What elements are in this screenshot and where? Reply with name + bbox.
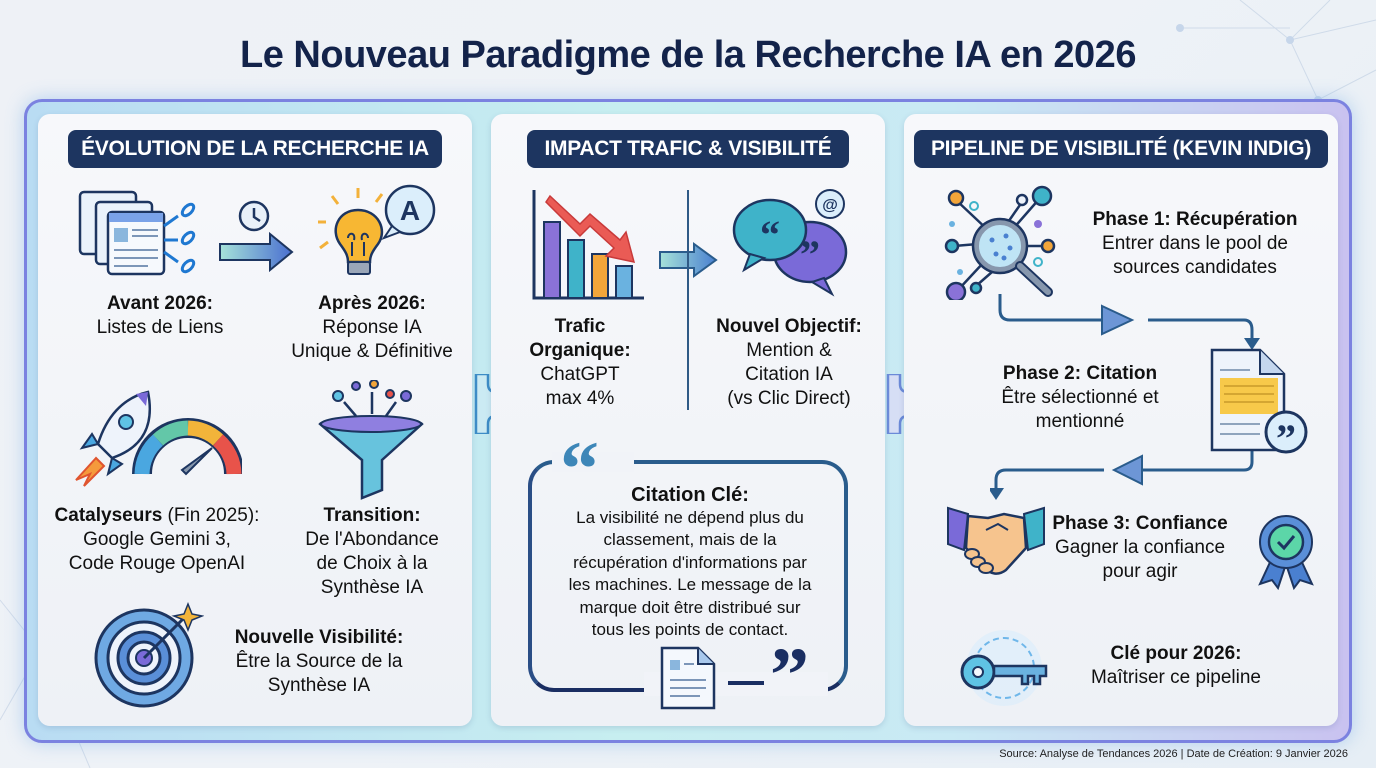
key-quote-text: Citation Clé: La visibilité ne dépend pl… xyxy=(568,484,812,639)
target-icon xyxy=(94,601,204,708)
source-footer: Source: Analyse de Tendances 2026 | Date… xyxy=(999,748,1348,760)
panel-divider xyxy=(687,190,689,410)
document-quote-icon: ” xyxy=(1210,348,1308,458)
transition-text: Transition: De l'Abondance de Choix à la… xyxy=(305,505,439,598)
phase-1-text: Phase 1: Récupération Entrer dans le poo… xyxy=(1092,209,1298,278)
ribbon-badge-icon xyxy=(1258,515,1314,590)
new-visibility-text: Nouvelle Visibilité: Être la Source de l… xyxy=(234,627,404,696)
magnifier-network-icon xyxy=(944,185,1056,300)
panel-header-evolution: ÉVOLUTION DE LA RECHERCHE IA xyxy=(68,130,442,168)
panel-header-impact: IMPACT TRAFIC & VISIBILITÉ xyxy=(527,130,849,168)
svg-text:@: @ xyxy=(822,197,838,214)
rocket-gauge-icon xyxy=(75,390,242,487)
document-icon xyxy=(660,646,716,710)
open-quote-icon: “ xyxy=(560,425,599,512)
browser-links-icon xyxy=(78,190,196,276)
handshake-icon xyxy=(947,506,1045,575)
catalysts-text: Catalyseurs (Fin 2025): Google Gemini 3,… xyxy=(54,505,260,574)
svg-text:A: A xyxy=(400,195,420,226)
phase-3-text: Phase 3: Confiance Gagner la confiance p… xyxy=(1052,513,1228,582)
lightbulb-answer-icon: A xyxy=(318,184,436,275)
svg-text:“: “ xyxy=(760,212,780,257)
page-title: Le Nouveau Paradigme de la Recherche IA … xyxy=(240,34,1136,76)
phase-2-text: Phase 2: Citation Être sélectionné et me… xyxy=(1001,363,1159,432)
svg-text:”: ” xyxy=(1276,416,1296,458)
panel-header-pipeline: PIPELINE DE VISIBILITÉ (KEVIN INDIG) xyxy=(914,130,1328,168)
pipeline-flow-arrows xyxy=(990,294,1260,500)
svg-text:”: ” xyxy=(800,232,820,277)
quote-dash xyxy=(728,681,764,685)
new-objective-text: Nouvel Objectif: Mention & Citation IA (… xyxy=(716,316,862,409)
clock-arrow-icon xyxy=(219,200,294,272)
declining-bar-chart-icon xyxy=(532,190,644,300)
quote-bubbles-icon: ” “ @ xyxy=(732,189,848,297)
before-2026-text: Avant 2026: Listes de Liens xyxy=(96,293,224,338)
organic-traffic-text: Trafic Organique: ChatGPT max 4% xyxy=(529,316,631,409)
after-2026-text: Après 2026: Réponse IA Unique & Définiti… xyxy=(291,293,453,362)
close-quote-icon: ” xyxy=(770,631,809,718)
key-icon xyxy=(960,630,1048,706)
funnel-icon xyxy=(318,380,424,500)
key-2026-text: Clé pour 2026: Maîtriser ce pipeline xyxy=(1090,643,1262,688)
